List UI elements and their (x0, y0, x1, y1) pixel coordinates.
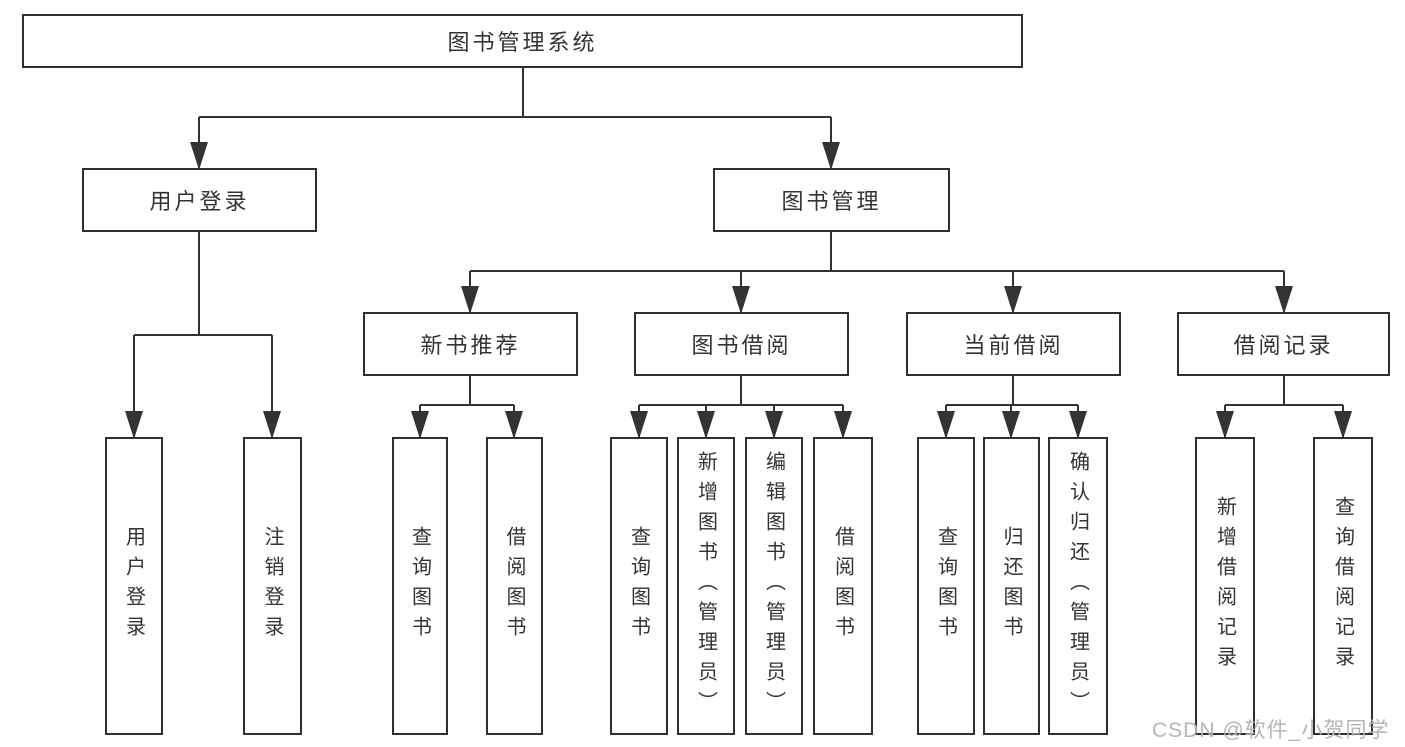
node-query-books-borrowing: 查询图书 (610, 437, 668, 735)
node-logout-leaf: 注销登录 (243, 437, 302, 735)
node-borrow-books-recommend-label: 借阅图书 (503, 526, 525, 646)
node-query-books-current-label: 查询图书 (934, 526, 957, 646)
node-current-borrowing-label: 当前借阅 (963, 333, 1064, 358)
node-query-borrowing-record: 查询借阅记录 (1313, 437, 1373, 735)
node-borrowing-records: 借阅记录 (1177, 312, 1390, 376)
node-add-books-admin: 新增图书（管理员） (677, 437, 735, 735)
node-current-borrowing: 当前借阅 (906, 312, 1121, 376)
node-user-login-leaf: 用户登录 (105, 437, 163, 735)
node-book-borrowing: 图书借阅 (634, 312, 849, 376)
node-borrowing-records-label: 借阅记录 (1233, 333, 1334, 358)
node-book-management-label: 图书管理 (781, 189, 882, 214)
node-confirm-return-admin: 确认归还（管理员） (1048, 437, 1108, 735)
node-query-books-current: 查询图书 (917, 437, 975, 735)
node-add-borrowing-record-label: 新增借阅记录 (1213, 496, 1236, 676)
csdn-watermark: CSDN @软件_小贺同学 (1152, 719, 1390, 742)
node-user-login-leaf-label: 用户登录 (122, 526, 145, 646)
node-new-book-recommendation: 新书推荐 (363, 312, 578, 376)
node-book-management: 图书管理 (713, 168, 950, 232)
node-user-login-label: 用户登录 (149, 189, 250, 214)
node-query-books-recommend: 查询图书 (392, 437, 448, 735)
node-user-login: 用户登录 (82, 168, 317, 232)
node-borrow-books-borrowing: 借阅图书 (813, 437, 873, 735)
node-add-books-admin-label: 新增图书（管理员） (694, 451, 717, 721)
node-query-borrowing-record-label: 查询借阅记录 (1331, 496, 1354, 676)
node-root: 图书管理系统 (22, 14, 1023, 68)
node-add-borrowing-record: 新增借阅记录 (1195, 437, 1255, 735)
node-logout-leaf-label: 注销登录 (261, 526, 283, 646)
node-edit-books-admin-label: 编辑图书（管理员） (762, 451, 785, 721)
node-query-books-borrowing-label: 查询图书 (627, 526, 650, 646)
node-book-borrowing-label: 图书借阅 (691, 333, 792, 358)
node-query-books-recommend-label: 查询图书 (408, 526, 431, 646)
node-edit-books-admin: 编辑图书（管理员） (745, 437, 803, 735)
node-new-book-recommendation-label: 新书推荐 (420, 333, 521, 358)
node-confirm-return-admin-label: 确认归还（管理员） (1066, 451, 1089, 721)
node-return-books: 归还图书 (983, 437, 1040, 735)
node-borrow-books-borrowing-label: 借阅图书 (831, 526, 854, 646)
node-borrow-books-recommend: 借阅图书 (486, 437, 543, 735)
node-return-books-label: 归还图书 (1000, 526, 1022, 646)
node-root-label: 图书管理系统 (447, 30, 598, 55)
